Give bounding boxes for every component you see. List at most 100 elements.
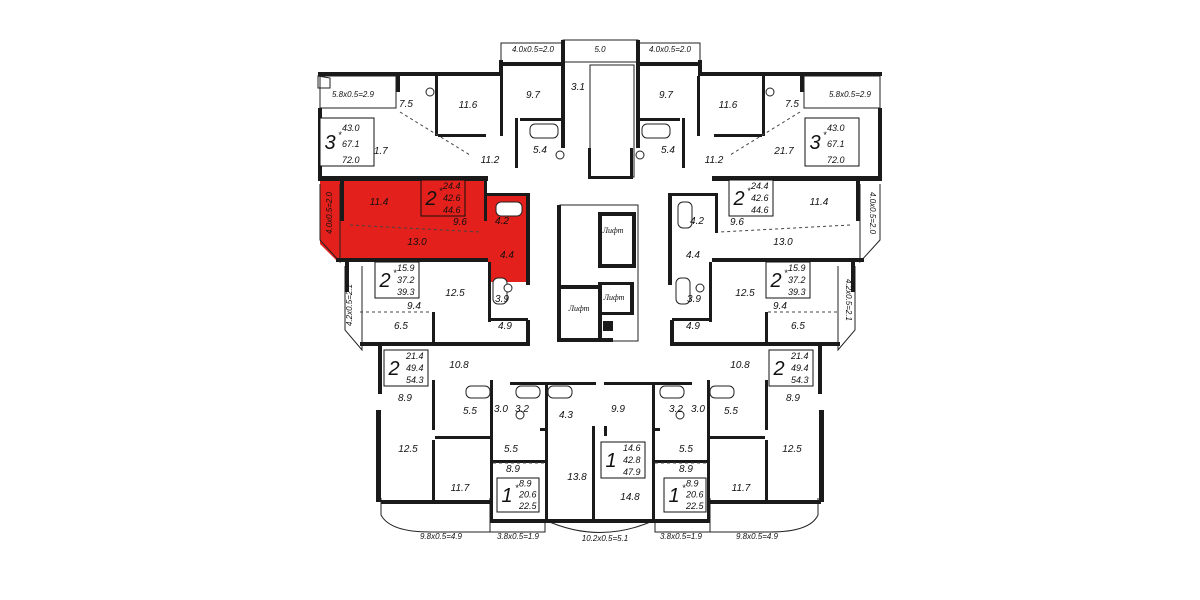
area-value: 37.2 <box>788 275 806 285</box>
room-area-label: 13.0 <box>407 237 427 248</box>
room-area-label: 3.2 <box>515 404 529 415</box>
area-value: 14.6 <box>623 443 641 453</box>
star-mark: * <box>682 483 686 493</box>
room-count: 3 <box>324 132 335 154</box>
area-value: 67.1 <box>827 139 845 149</box>
room-area-label: 12.5 <box>735 288 755 299</box>
room-area-label: 14.8 <box>620 492 640 503</box>
room-area-label: 6.5 <box>791 321 805 332</box>
apartment-box[interactable] <box>319 117 375 167</box>
room-count: 2 <box>732 188 744 210</box>
room-area-label: 13.8 <box>567 472 587 483</box>
area-value: 42.8 <box>623 455 641 465</box>
apartment-apt-c1[interactable]: 1 14.6 42.8 47.9 <box>600 441 646 479</box>
room-count: 1 <box>605 450 616 472</box>
room-count: 2 <box>424 188 436 210</box>
room-area-label: 5.5 <box>724 406 738 417</box>
room-count: 3 <box>809 132 820 154</box>
bath-fixtures <box>425 87 775 420</box>
balcony-dimension-label: 3.8x0.5=1.9 <box>660 532 703 541</box>
apartment-box[interactable] <box>383 349 429 387</box>
area-value: 15.9 <box>397 263 415 273</box>
highlighted-apartment-fill[interactable] <box>320 181 528 282</box>
apartment-apt-r1[interactable]: 1*8.920.622.5 <box>663 477 707 513</box>
apartment-apt-l3[interactable]: 2*15.937.239.3 <box>374 261 420 299</box>
apartment-box[interactable] <box>496 477 540 513</box>
star-mark: * <box>784 268 788 278</box>
area-value: 72.0 <box>342 155 360 165</box>
apartment-apt-r3[interactable]: 2*15.9 37.2 39.3 <box>765 261 811 299</box>
room-area-label: 5.5 <box>679 444 693 455</box>
area-value: 44.6 <box>751 205 769 215</box>
area-value: 47.9 <box>623 467 641 477</box>
room-area-label: 8.9 <box>679 464 693 475</box>
room-count: 1 <box>668 485 679 507</box>
area-value: 44.6 <box>443 205 461 215</box>
star-mark: * <box>393 268 397 278</box>
room-area-label: 4.9 <box>686 321 700 332</box>
room-area-label: 3.1 <box>571 82 585 93</box>
walls <box>318 40 882 523</box>
room-area-label: 9.6 <box>453 217 467 228</box>
room-area-label: 5.4 <box>533 145 547 156</box>
room-area-label: 5.5 <box>504 444 518 455</box>
room-area-label: 4.4 <box>500 250 514 261</box>
area-value: 43.0 <box>827 123 845 133</box>
room-area-label: 11.6 <box>459 100 478 111</box>
room-count: 2 <box>387 358 399 380</box>
apartment-apt-tl[interactable]: 3*43.067.172.0 <box>319 117 375 167</box>
room-area-label: 9.6 <box>730 217 744 228</box>
apartment-box[interactable] <box>600 441 646 479</box>
room-area-label: 11.2 <box>705 155 724 166</box>
room-area-label: 6.5 <box>394 321 408 332</box>
room-area-label: 12.5 <box>782 444 802 455</box>
room-area-label: 4.2 <box>690 216 704 227</box>
apartment-box[interactable] <box>420 179 466 217</box>
apartment-box[interactable] <box>663 477 707 513</box>
balcony-dimension-label: 9.8x0.5=4.9 <box>420 532 463 541</box>
room-count: 2 <box>769 270 781 292</box>
area-value: 54.3 <box>406 375 424 385</box>
apartment-box[interactable] <box>374 261 420 299</box>
balcony-dimension-label: 5.0 <box>594 45 606 54</box>
apartment-box[interactable] <box>768 349 814 387</box>
room-area-label: 4.3 <box>559 410 573 421</box>
room-count: 2 <box>772 358 784 380</box>
star-mark: * <box>439 186 443 196</box>
room-area-label: 11.6 <box>719 100 738 111</box>
apartment-apt-r4[interactable]: 221.449.454.3 <box>768 349 814 387</box>
area-value: 8.9 <box>686 478 699 488</box>
area-value: 15.9 <box>788 263 806 273</box>
room-area-label: 21.7 <box>367 146 388 157</box>
apartment-box[interactable] <box>728 179 774 217</box>
room-area-label: 7.5 <box>399 99 413 110</box>
apartment-box[interactable] <box>804 117 860 167</box>
area-value: 39.3 <box>788 287 806 297</box>
room-area-label: 9.4 <box>773 301 787 312</box>
room-area-label: 13.0 <box>773 237 793 248</box>
room-area-label: 11.7 <box>732 483 751 494</box>
balcony-dimension-label: 4.0x0.5=2.0 <box>325 191 334 234</box>
room-area-label: 4.2 <box>495 216 509 227</box>
apartment-box[interactable] <box>765 261 811 299</box>
area-value: 67.1 <box>342 139 360 149</box>
dashed-lines <box>349 111 851 464</box>
apartment-apt-tr[interactable]: 3*43.067.172.0 <box>804 117 860 167</box>
area-value: 24.4 <box>442 181 461 191</box>
balcony-dimension-label: 4.0x0.5=2.0 <box>512 45 555 54</box>
apartment-apt-r2[interactable]: 2*24.442.644.6 <box>728 179 774 217</box>
highlighted-apartment[interactable] <box>320 181 528 282</box>
apartment-apt-l1[interactable]: 1*8.920.622.5 <box>496 477 540 513</box>
room-area-label: 8.9 <box>786 393 800 404</box>
room-area-label: 3.0 <box>691 404 705 415</box>
star-mark: * <box>747 186 751 196</box>
apartment-apt-red[interactable]: 2*24.442.644.6 <box>420 179 466 217</box>
balcony-dimension-label: 4.2x0.5=2.1 <box>345 284 354 326</box>
apartment-apt-l4[interactable]: 221.449.454.3 <box>383 349 429 387</box>
room-area-label: 3.9 <box>687 294 701 305</box>
room-area-label: 8.9 <box>506 464 520 475</box>
